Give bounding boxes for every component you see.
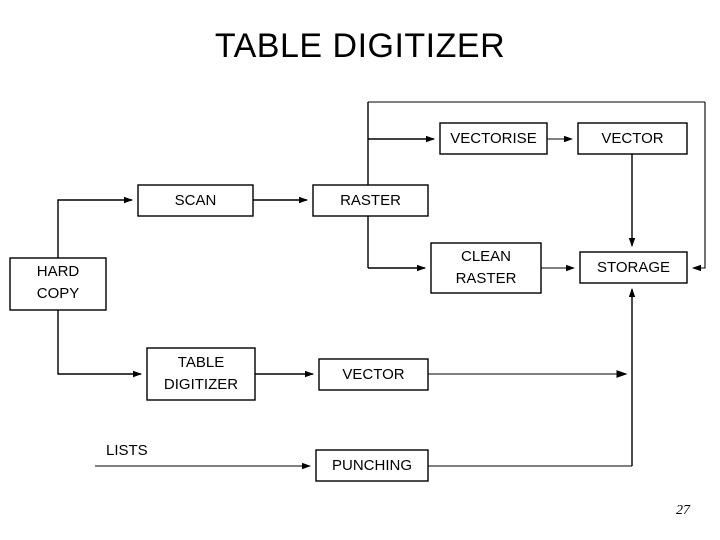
edge-outer-right-to-storage — [692, 102, 706, 272]
page-number: 27 — [676, 503, 690, 518]
node-vector-top-label: VECTOR — [601, 130, 663, 147]
node-clean-raster[interactable]: CLEAN RASTER — [430, 242, 542, 294]
node-vector-top[interactable]: VECTOR — [577, 122, 688, 155]
label-lists: LISTS — [106, 442, 148, 459]
node-table-digitizer-label-line1: TABLE — [178, 354, 224, 371]
node-storage[interactable]: STORAGE — [579, 251, 688, 284]
node-vectorise[interactable]: VECTORISE — [439, 122, 548, 155]
edge-hard-copy-to-table-digitizer — [57, 310, 142, 378]
node-scan-label: SCAN — [175, 192, 217, 209]
node-punching[interactable]: PUNCHING — [315, 449, 429, 482]
node-hard-copy-label-line1: HARD — [37, 263, 80, 280]
node-raster-label: RASTER — [340, 192, 401, 209]
node-table-digitizer[interactable]: TABLE DIGITIZER — [146, 347, 256, 401]
node-table-digitizer-label-line2: DIGITIZER — [164, 376, 238, 393]
node-vector-bottom-label: VECTOR — [342, 366, 404, 383]
node-vectorise-label: VECTORISE — [450, 130, 536, 147]
node-raster[interactable]: RASTER — [312, 184, 429, 217]
node-punching-label: PUNCHING — [332, 457, 412, 474]
page-title: TABLE DIGITIZER — [214, 27, 506, 65]
node-storage-label: STORAGE — [597, 259, 670, 276]
node-clean-raster-label-line1: CLEAN — [461, 248, 511, 265]
node-vector-bottom[interactable]: VECTOR — [318, 358, 429, 391]
edge-hard-copy-to-scan — [57, 196, 133, 258]
node-clean-raster-label-line2: RASTER — [456, 270, 517, 287]
node-hard-copy-label-line2: COPY — [37, 285, 80, 302]
node-scan[interactable]: SCAN — [137, 184, 254, 217]
node-hard-copy[interactable]: HARD COPY — [9, 257, 107, 311]
